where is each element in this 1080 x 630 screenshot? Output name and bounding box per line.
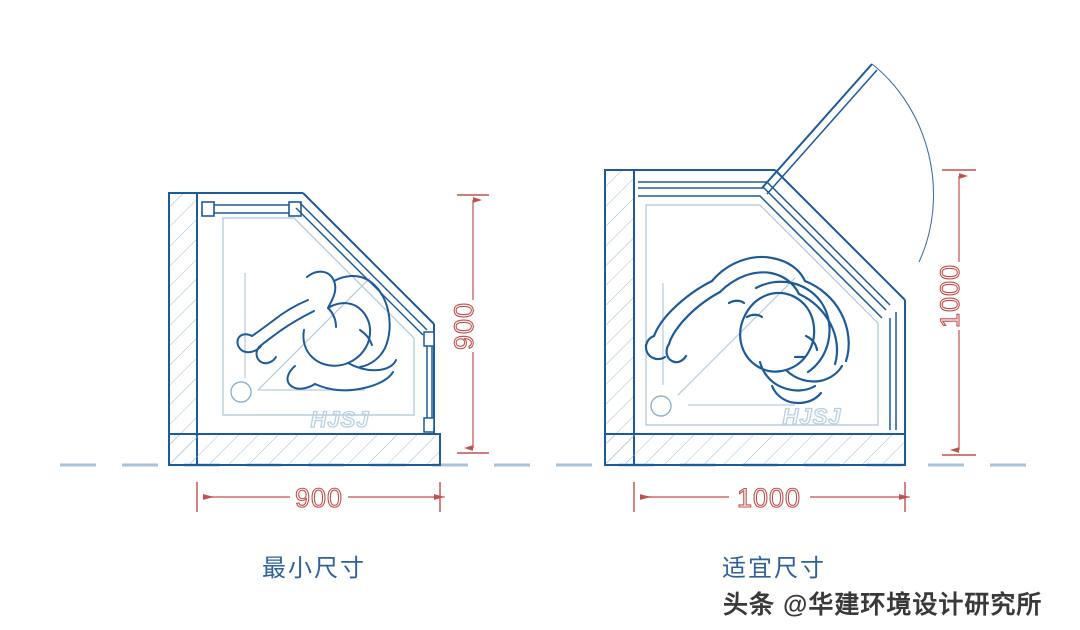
right-glass-post: [423, 331, 435, 433]
dimension-width-1000-label: 1000: [737, 483, 801, 513]
right-person-figure-plan: [644, 256, 850, 405]
right-inner-tray-outline: [645, 204, 879, 426]
right-wall-section: [604, 169, 635, 466]
dimension-height-1000: 1000: [934, 169, 976, 456]
right-top-glass-rail: [638, 181, 891, 319]
right-base-slab-section: [604, 433, 906, 466]
base-slab-section: [168, 433, 441, 466]
right-shower-enclosure-outline: [605, 169, 906, 434]
minimum-size-diagram: HJSJ 900 900: [168, 192, 489, 514]
door-swing-arc: [761, 63, 935, 263]
dimension-width-900-label: 900: [295, 483, 343, 513]
dimension-height-900: 900: [448, 194, 489, 454]
dimension-width-1000: 1000: [633, 482, 910, 514]
caption-minimum-size: 最小尺寸: [262, 556, 366, 582]
right-diagonal-glass-panel: [889, 312, 897, 430]
right-drain-circle: [650, 395, 672, 417]
hjsj-logo-left: HJSJ: [310, 406, 369, 432]
dimension-height-1000-label: 1000: [935, 264, 965, 328]
right-faint-guide-lines: [662, 277, 796, 406]
svg-text:HJSJ: HJSJ: [310, 407, 369, 432]
left-wall-section: [168, 192, 198, 466]
inner-tray-outline: [222, 217, 415, 416]
dimension-width-900: 900: [196, 482, 445, 514]
top-glass-rail: [201, 201, 302, 217]
suitable-size-diagram: HJSJ 1000 1000: [604, 63, 976, 514]
dimension-height-900-label: 900: [449, 302, 479, 350]
hjsj-logo-right: HJSJ: [782, 403, 841, 429]
drain-circle: [230, 381, 252, 403]
shower-enclosure-outline: [196, 192, 435, 434]
source-watermark: 头条 @华建环境设计研究所: [723, 591, 1043, 619]
diagonal-glass-panel: [295, 202, 428, 336]
svg-text:HJSJ: HJSJ: [782, 404, 841, 429]
person-figure-plan: [236, 270, 397, 392]
faint-guide-lines: [244, 273, 371, 391]
caption-suitable-size: 适宜尺寸: [722, 556, 826, 582]
